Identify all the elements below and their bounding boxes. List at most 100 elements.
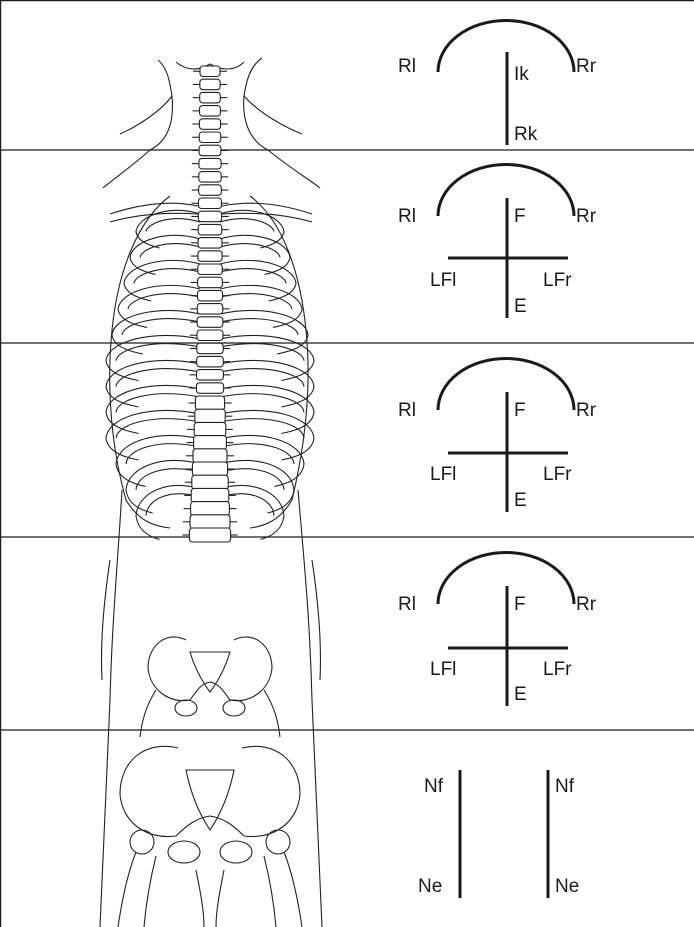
vertebra (197, 330, 223, 341)
label-bottom: E (514, 684, 527, 705)
rib (220, 460, 294, 513)
label-lateral-right: LFr (543, 270, 572, 291)
vertebra (200, 66, 220, 77)
vertebra (192, 462, 227, 476)
rib (136, 210, 200, 248)
vertebra (197, 304, 222, 315)
label-top: F (514, 400, 526, 421)
femur-right (284, 852, 302, 927)
label-rotation-right: Rr (576, 56, 597, 77)
vertebra (199, 132, 221, 143)
rib (122, 319, 200, 335)
label-lateral-right: LFr (543, 464, 572, 485)
label-rotation-right: Rr (576, 400, 597, 421)
label-left-bottom: Ne (418, 876, 442, 897)
rib (126, 460, 200, 513)
rib (116, 394, 200, 413)
ilium-left (148, 637, 210, 701)
label-lateral-right: LFr (543, 659, 572, 680)
rib (106, 360, 200, 407)
vertebra (198, 277, 223, 288)
label-rotation-left: Rl (398, 56, 416, 77)
label-rotation-right: Rr (576, 206, 597, 227)
vertebra (193, 449, 227, 463)
panel-upper-thoracic: Rl Rr F E LFl LFr (398, 164, 597, 318)
rib (140, 244, 200, 258)
vertebra (190, 515, 230, 529)
rib (220, 310, 308, 354)
vertebra (199, 119, 220, 130)
rib (220, 369, 304, 387)
vertebra (198, 211, 221, 222)
vertebra (199, 145, 221, 156)
vertebra (192, 475, 228, 489)
rib (128, 294, 200, 309)
ilium-right (210, 637, 272, 701)
femur-left (118, 852, 136, 927)
vertebra (194, 422, 226, 436)
vertebra (199, 185, 222, 196)
femur-left (144, 856, 156, 927)
label-top: F (514, 206, 526, 227)
vertebra (191, 502, 230, 516)
obturator-right (223, 700, 245, 716)
vertebra (198, 224, 222, 235)
label-top: F (514, 594, 526, 615)
vertebra (198, 251, 222, 261)
label-rotation-left: Rl (398, 594, 416, 615)
label-rotation-right: Rr (576, 594, 597, 615)
label-bottom: E (514, 296, 527, 317)
rib (106, 385, 200, 433)
vertebra (200, 79, 220, 90)
iliac-crest-right (210, 746, 300, 836)
label-right-top: Nf (555, 776, 575, 797)
vertebra (197, 317, 223, 328)
vertebra (194, 436, 227, 450)
rib (220, 344, 304, 361)
vertebra (197, 370, 224, 381)
label-left-top: Nf (424, 776, 444, 797)
pubic-line (196, 870, 204, 927)
vertebra (198, 238, 222, 249)
rib (118, 285, 200, 327)
vertebra (189, 528, 230, 542)
panel-pelvis: Nf Ne Nf Ne (418, 770, 579, 898)
label-lateral-left: LFl (430, 464, 456, 485)
vertebra (198, 264, 223, 275)
rib (220, 285, 302, 327)
pubic-line (216, 870, 224, 927)
vertebra (200, 92, 221, 103)
vertebra (197, 343, 223, 354)
obturator-left (168, 841, 200, 863)
label-rotation-left: Rl (398, 206, 416, 227)
label-top: Ik (514, 64, 529, 85)
rib (106, 335, 200, 380)
label-lateral-left: LFl (430, 659, 456, 680)
femoral-head-left (130, 830, 154, 854)
femur-right (264, 856, 276, 927)
sacrum (190, 652, 230, 692)
vertebra (199, 158, 221, 169)
rib (220, 244, 280, 258)
vertebra (196, 383, 223, 394)
label-lateral-left: LFl (430, 270, 456, 291)
vertebra (191, 488, 229, 502)
vertebra (200, 106, 221, 117)
rib (220, 385, 314, 433)
vertebra (199, 198, 222, 209)
label-bottom: Rk (514, 124, 538, 145)
vertebra (195, 409, 225, 423)
rib (112, 310, 200, 354)
vertebra (195, 396, 224, 410)
rib (220, 319, 298, 335)
rib (116, 344, 200, 361)
sacrum (186, 770, 234, 830)
rib (220, 335, 314, 380)
rib (220, 210, 284, 248)
iliac-crest-left (120, 746, 210, 836)
obturator-right (220, 841, 252, 863)
vertebra (199, 172, 221, 183)
